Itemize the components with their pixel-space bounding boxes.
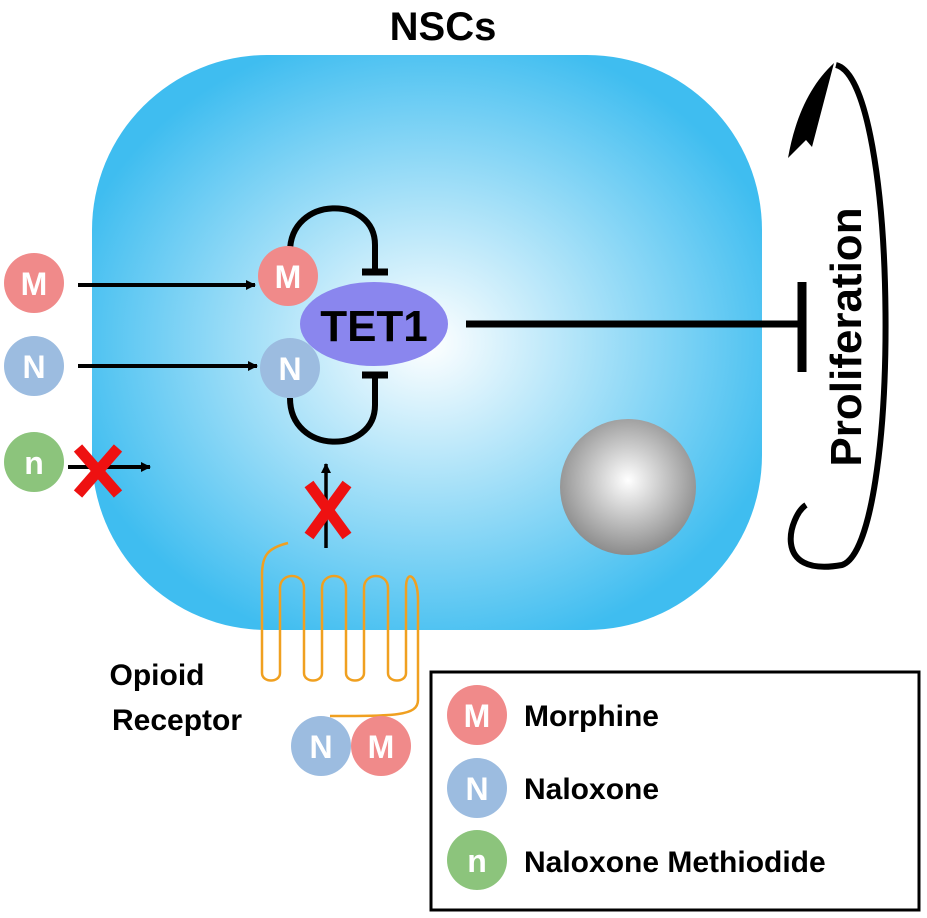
legend-morphine-letter: M <box>464 698 491 734</box>
proliferation-label: Proliferation <box>822 207 871 466</box>
methiodide-extracellular-circle <box>4 432 64 492</box>
cell-nucleus <box>560 419 696 555</box>
receptor-label-line2: Receptor <box>112 704 242 737</box>
diagram-title: NSCs <box>390 5 497 49</box>
tet1-label: TET1 <box>320 302 428 351</box>
legend-naloxone-label: Naloxone <box>524 773 659 806</box>
lower-inhibition-loop <box>287 375 378 445</box>
methiodide-extracellular-letter: n <box>24 445 44 481</box>
legend-box <box>429 670 921 912</box>
legend-morphine-label: Morphine <box>524 700 659 733</box>
tet1-enzyme <box>300 282 448 366</box>
morphine-receptor-letter: M <box>368 729 395 765</box>
legend-naloxone-letter: N <box>465 771 488 807</box>
naloxone-intracellular-circle <box>260 338 320 398</box>
opioid-receptor <box>260 541 420 718</box>
proliferation-cycle-arrowhead-icon <box>788 63 834 158</box>
naloxone-extracellular-circle <box>4 336 64 396</box>
naloxone-receptor-letter: N <box>309 729 332 765</box>
legend-methiodide-circle <box>447 830 507 890</box>
legend-item-naloxone: N Naloxone <box>447 758 659 818</box>
proliferation-cycle-arrow <box>787 62 889 570</box>
upper-inhibition-loop <box>287 205 378 272</box>
legend-morphine-circle <box>447 685 507 745</box>
receptor-label-line1: Opioid <box>110 659 205 692</box>
morphine-intracellular-letter: M <box>275 259 302 295</box>
legend-naloxone-circle <box>447 758 507 818</box>
legend-methiodide-label: Naloxone Methiodide <box>524 846 826 879</box>
morphine-receptor-circle <box>351 716 411 776</box>
naloxone-receptor-circle <box>291 716 351 776</box>
morphine-extracellular-circle <box>4 253 64 313</box>
morphine-intracellular-circle <box>258 246 318 306</box>
morphine-extracellular-letter: M <box>21 266 48 302</box>
naloxone-extracellular-letter: N <box>22 349 45 385</box>
legend-item-methiodide: n Naloxone Methiodide <box>447 830 826 890</box>
methiodide-block-x-icon <box>73 444 123 498</box>
naloxone-intracellular-letter: N <box>278 351 301 387</box>
legend-methiodide-letter: n <box>467 843 487 879</box>
receptor-block-x-icon <box>304 480 352 540</box>
legend-item-morphine: M Morphine <box>447 685 659 745</box>
